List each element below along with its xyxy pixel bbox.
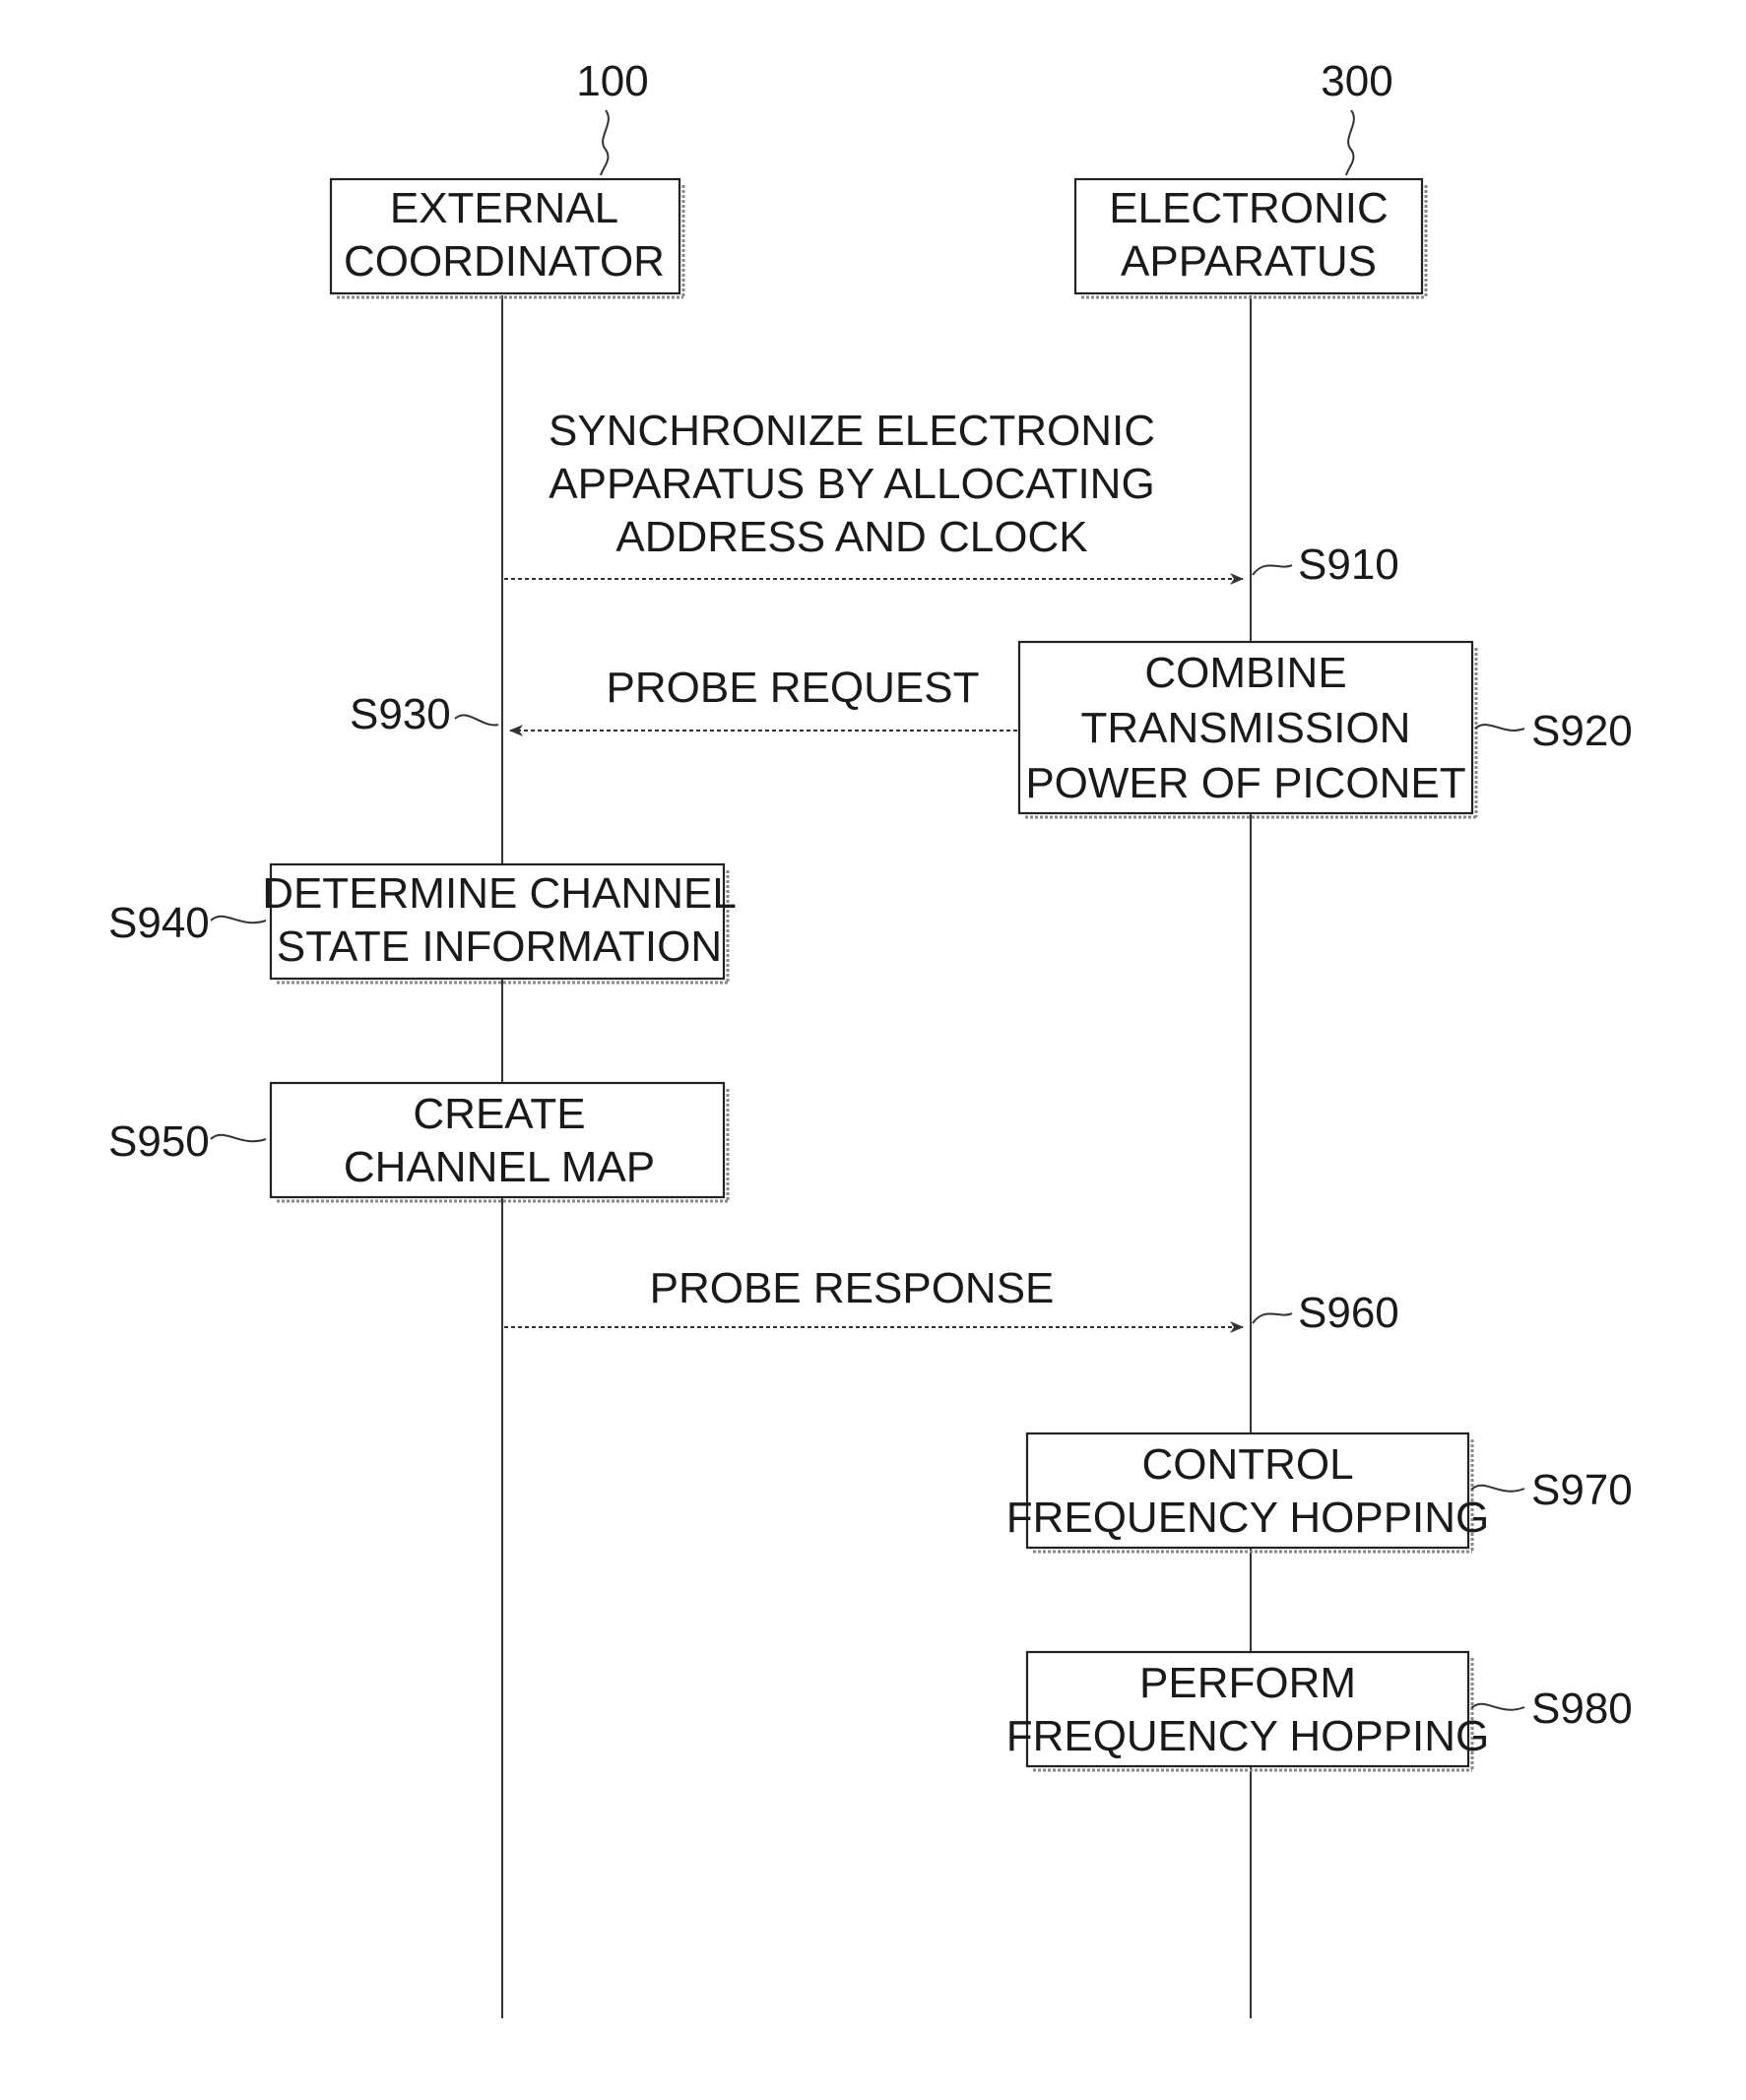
step-s940-line-1: DETERMINE CHANNEL <box>262 869 737 918</box>
step-s920-line-3: POWER OF PICONET <box>1025 759 1465 807</box>
coordinator-name-line-2: COORDINATOR <box>344 237 665 286</box>
step-s940-box: DETERMINE CHANNEL STATE INFORMATION <box>262 864 737 983</box>
step-s980-label: S980 <box>1531 1685 1633 1733</box>
step-s930-label: S930 <box>350 690 451 738</box>
step-s970-box: CONTROL FREQUENCY HOPPING <box>1006 1433 1490 1552</box>
step-s980-box: PERFORM FREQUENCY HOPPING <box>1006 1652 1490 1770</box>
step-s950-box: CREATE CHANNEL MAP <box>271 1083 728 1201</box>
step-s940-line-2: STATE INFORMATION <box>277 923 722 971</box>
apparatus-ref-label: 300 <box>1321 57 1392 105</box>
step-s970-leader <box>1471 1486 1524 1492</box>
step-s950: CREATE CHANNEL MAP S950 <box>108 1083 728 1201</box>
step-s940-label: S940 <box>108 899 210 947</box>
step-s980-leader <box>1471 1704 1524 1710</box>
step-s960-label: S960 <box>1298 1289 1399 1337</box>
coordinator-ref-leader <box>601 110 609 175</box>
apparatus-box: ELECTRONIC APPARATUS <box>1075 179 1426 297</box>
apparatus-ref-leader <box>1346 110 1354 175</box>
message-s960-label: PROBE RESPONSE <box>650 1264 1055 1312</box>
step-s920-line-1: COMBINE <box>1144 649 1346 697</box>
step-s950-line-2: CHANNEL MAP <box>344 1143 655 1191</box>
message-s910-line-3: ADDRESS AND CLOCK <box>615 513 1087 561</box>
step-s970-label: S970 <box>1531 1466 1633 1514</box>
step-s980-line-2: FREQUENCY HOPPING <box>1006 1712 1490 1760</box>
message-s910-line-1: SYNCHRONIZE ELECTRONIC <box>549 407 1155 455</box>
step-s940-leader <box>211 917 266 923</box>
step-s920-line-2: TRANSMISSION <box>1081 704 1411 752</box>
step-s910-leader <box>1253 565 1292 575</box>
message-s910: SYNCHRONIZE ELECTRONIC APPARATUS BY ALLO… <box>504 407 1399 589</box>
step-s970-line-2: FREQUENCY HOPPING <box>1006 1494 1490 1542</box>
message-s930-label: PROBE REQUEST <box>607 664 980 712</box>
step-s940: DETERMINE CHANNEL STATE INFORMATION S940 <box>108 864 737 983</box>
step-s950-leader <box>211 1135 266 1141</box>
step-s980-line-1: PERFORM <box>1139 1659 1356 1707</box>
message-s960: PROBE RESPONSE S960 <box>504 1264 1399 1337</box>
step-s920: COMBINE TRANSMISSION POWER OF PICONET S9… <box>1019 642 1633 817</box>
apparatus-participant: 300 ELECTRONIC APPARATUS <box>1075 57 1426 297</box>
message-s910-line-2: APPARATUS BY ALLOCATING <box>549 460 1154 508</box>
message-s930: PROBE REQUEST S930 <box>350 664 1017 738</box>
apparatus-name-line-2: APPARATUS <box>1121 237 1377 286</box>
step-s960-leader <box>1253 1313 1292 1323</box>
step-s910-label: S910 <box>1298 541 1399 589</box>
step-s950-label: S950 <box>108 1117 210 1166</box>
apparatus-name-line-1: ELECTRONIC <box>1109 184 1389 232</box>
step-s920-leader <box>1475 725 1524 731</box>
step-s980: PERFORM FREQUENCY HOPPING S980 <box>1006 1652 1633 1770</box>
coordinator-name-line-1: EXTERNAL <box>390 184 618 232</box>
step-s970: CONTROL FREQUENCY HOPPING S970 <box>1006 1433 1633 1552</box>
step-s920-label: S920 <box>1531 707 1633 755</box>
step-s920-box: COMBINE TRANSMISSION POWER OF PICONET <box>1019 642 1476 817</box>
step-s950-line-1: CREATE <box>413 1090 585 1138</box>
coordinator-participant: 100 EXTERNAL COORDINATOR <box>331 57 683 297</box>
step-s970-line-1: CONTROL <box>1141 1440 1353 1489</box>
coordinator-ref-label: 100 <box>576 57 648 105</box>
coordinator-box: EXTERNAL COORDINATOR <box>331 179 683 297</box>
step-s930-leader <box>455 715 498 725</box>
